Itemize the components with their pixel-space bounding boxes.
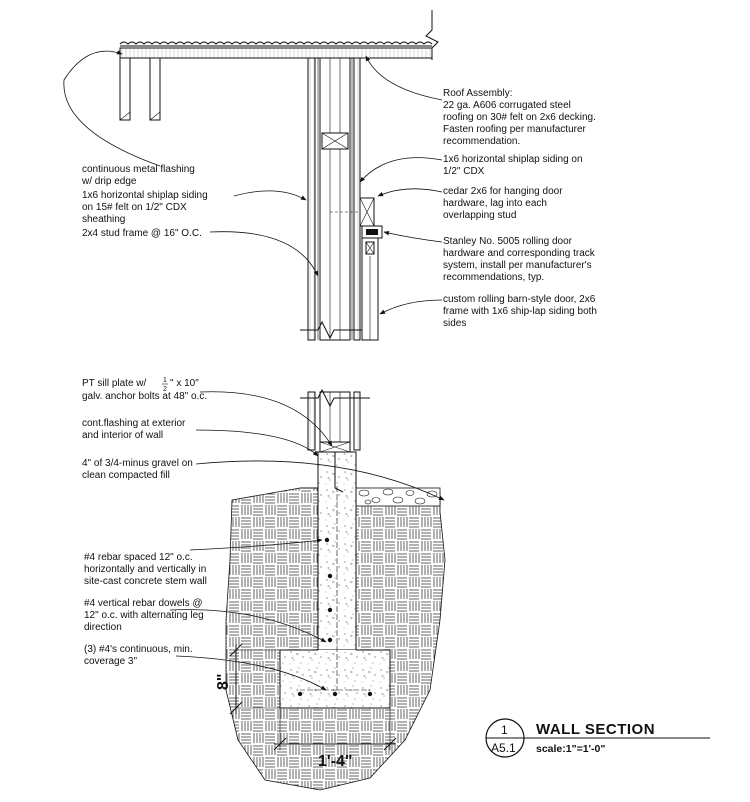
concrete-stem-wall bbox=[279, 451, 391, 709]
drawing-title: WALL SECTION bbox=[536, 721, 655, 738]
svg-text:galv. anchor bolts at 48" o.c.: galv. anchor bolts at 48" o.c. bbox=[82, 391, 207, 402]
leader-lines bbox=[63, 50, 445, 691]
sheet-number: A5.1 bbox=[491, 741, 516, 755]
label-continuous-bars: (3) #4's continuous, min.coverage 3" bbox=[84, 644, 193, 667]
svg-text:" x 10": " x 10" bbox=[170, 378, 199, 389]
footing-width-label: 1'-4" bbox=[318, 753, 353, 770]
label-rebar-dowels: #4 vertical rebar dowels @12" o.c. with … bbox=[84, 598, 204, 633]
detail-number: 1 bbox=[501, 723, 508, 737]
svg-text:1x6 horizontal shiplap siding: 1x6 horizontal shiplap siding on1/2" CDX bbox=[443, 154, 583, 177]
svg-text:#4 vertical rebar dowels @12": #4 vertical rebar dowels @12" o.c. with … bbox=[84, 598, 204, 633]
title-block: 1 A5.1 WALL SECTION scale:1"=1'-0" bbox=[485, 718, 710, 758]
label-sill-plate: PT sill plate w/ 1 2 " x 10" galv. ancho… bbox=[82, 377, 207, 402]
label-rebar-spaced: #4 rebar spaced 12" o.c.horizontally and… bbox=[84, 552, 207, 587]
dimension-footing-depth: 8" bbox=[215, 643, 280, 715]
label-roof-assembly: Roof Assembly:22 ga. A606 corrugated ste… bbox=[443, 88, 596, 147]
svg-text:#4 rebar spaced 12" o.c.horizo: #4 rebar spaced 12" o.c.horizontally and… bbox=[84, 552, 207, 587]
svg-text:(3) #4's continuous, min.cover: (3) #4's continuous, min.coverage 3" bbox=[84, 644, 193, 667]
svg-text:2x4 stud frame @ 16" O.C.: 2x4 stud frame @ 16" O.C. bbox=[82, 228, 202, 239]
label-stud-frame: 2x4 stud frame @ 16" O.C. bbox=[82, 228, 202, 239]
svg-text:custom rolling barn-style door: custom rolling barn-style door, 2x6frame… bbox=[443, 294, 597, 329]
svg-text:PT sill plate w/: PT sill plate w/ bbox=[82, 378, 147, 389]
lower-wall-framing bbox=[300, 388, 370, 453]
dimension-footing-width: 1'-4" bbox=[273, 708, 397, 770]
svg-text:2: 2 bbox=[163, 386, 167, 393]
svg-text:1: 1 bbox=[163, 377, 167, 384]
upper-wall-framing bbox=[300, 57, 383, 341]
footing-depth-label: 8" bbox=[215, 674, 232, 690]
svg-text:Roof Assembly:22 ga. A606 corr: Roof Assembly:22 ga. A606 corrugated ste… bbox=[443, 88, 596, 147]
drawing-scale: scale:1"=1'-0" bbox=[536, 743, 605, 755]
roof-assembly-graphic bbox=[119, 10, 439, 121]
